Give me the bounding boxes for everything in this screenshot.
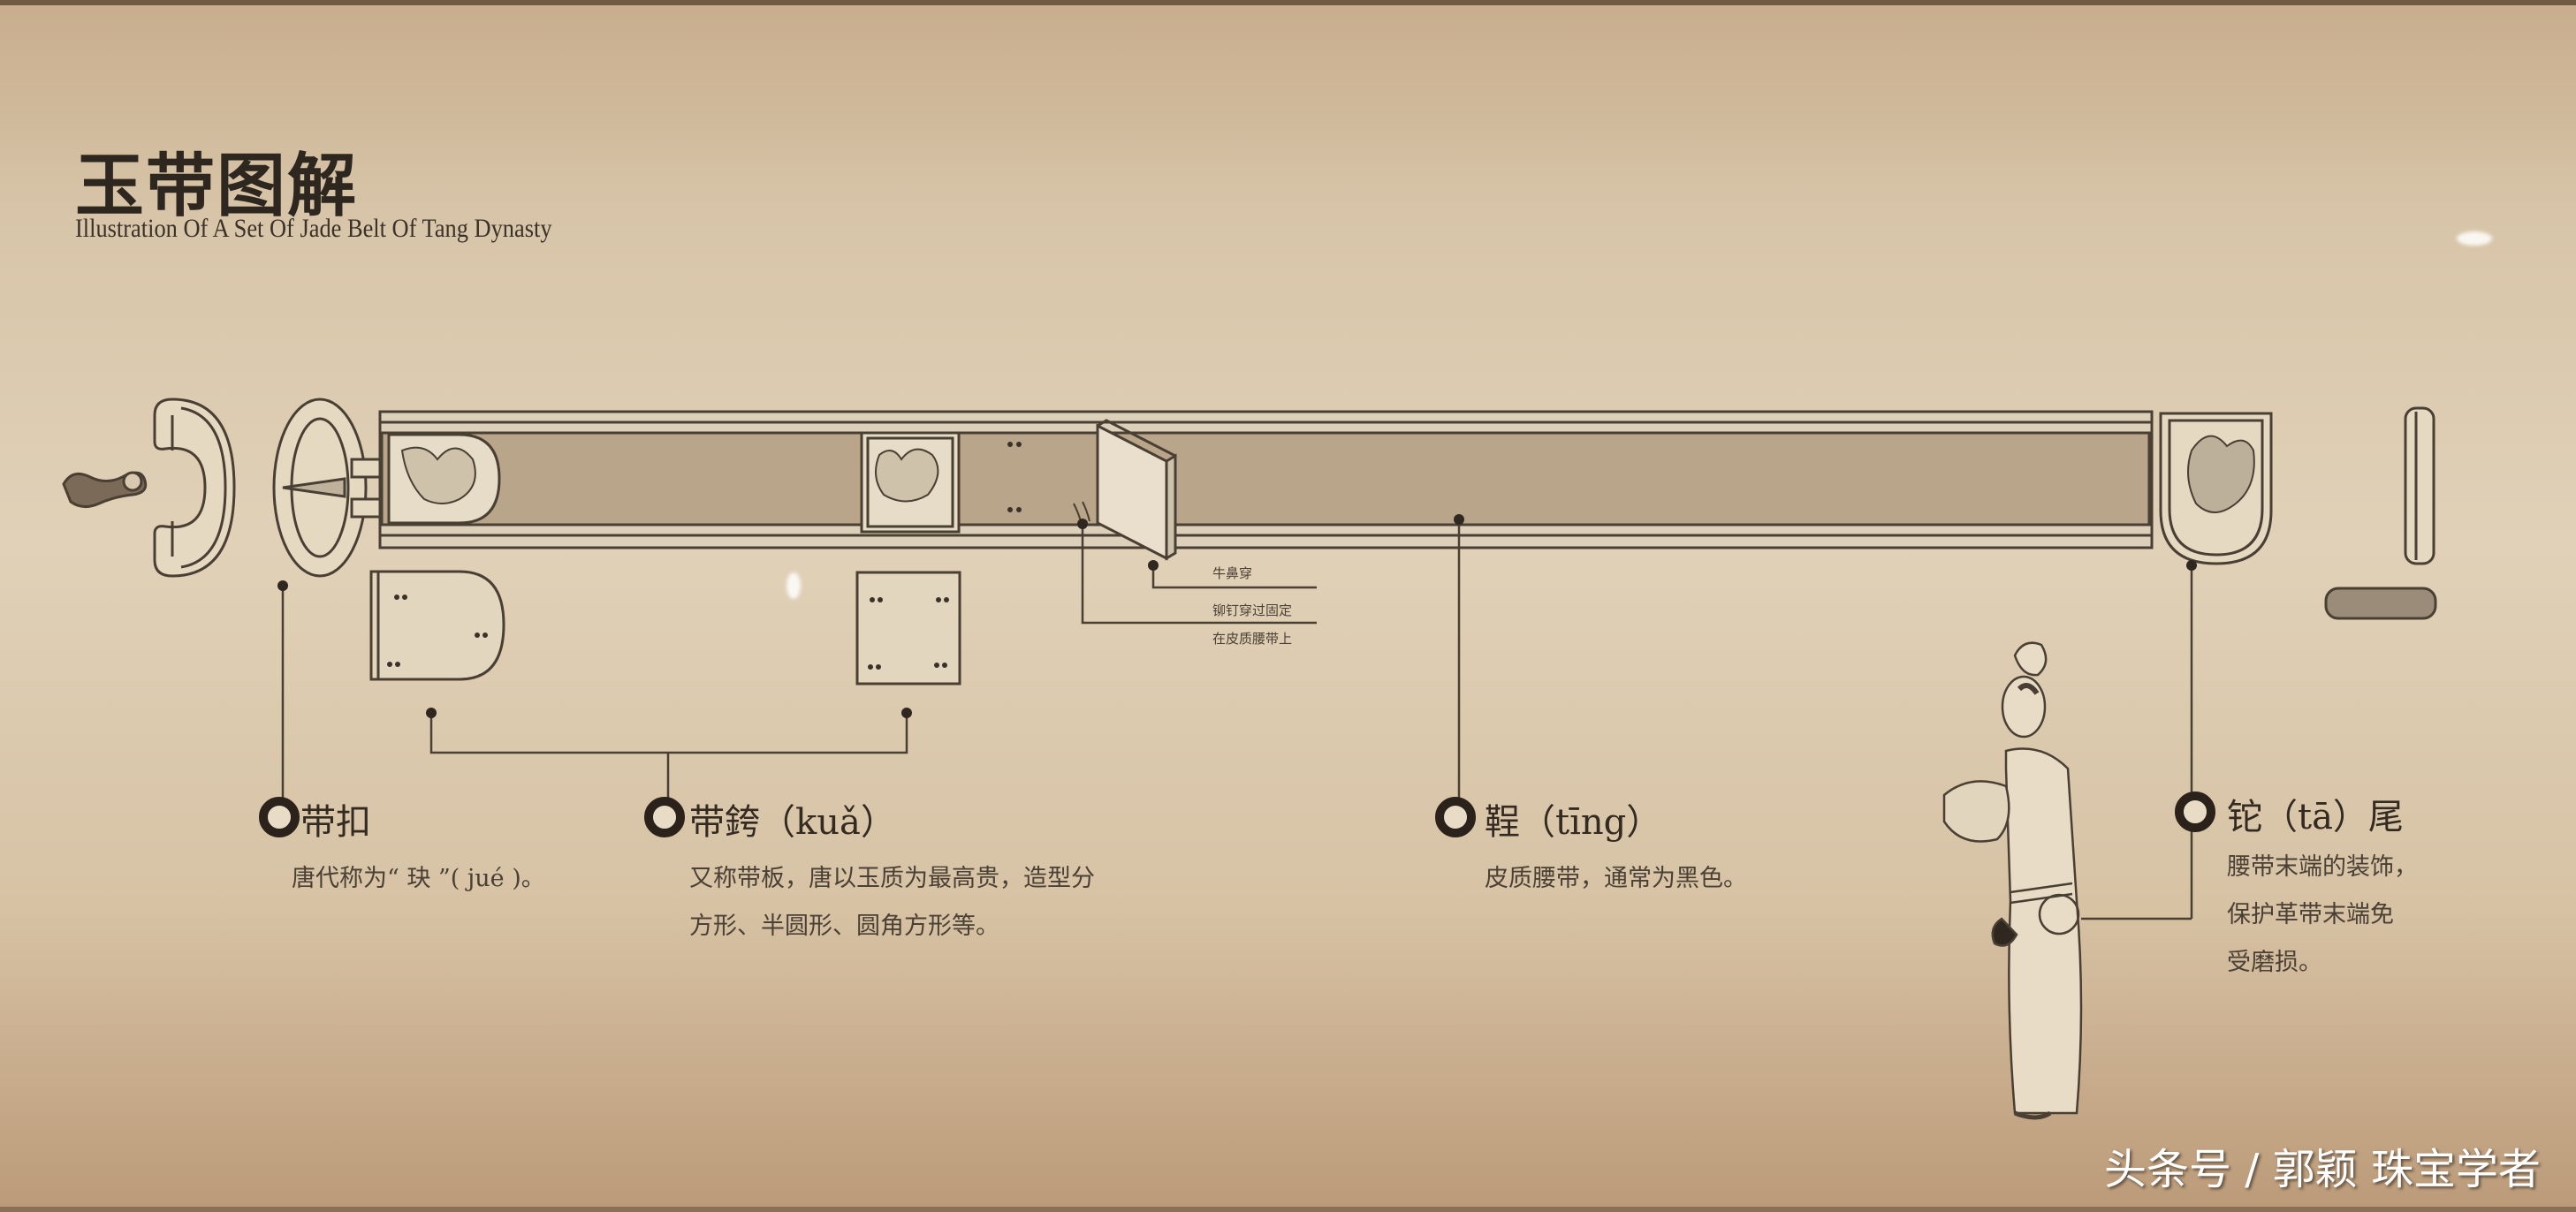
label-tawei-title: 铊（tā）尾 <box>2227 797 2404 837</box>
light-glare <box>2457 231 2492 246</box>
label-buckle-title: 带扣 <box>300 802 371 843</box>
tail-piece-icon <box>2159 412 2273 565</box>
watermark: 头条号 / 郭颖 珠宝学者 <box>2104 1145 2541 1194</box>
marker-ring-icon <box>2175 792 2215 832</box>
light-glare <box>786 572 801 599</box>
page-title: 玉带图解 <box>75 146 359 226</box>
label-tawei-desc-line3: 受磨损。 <box>2227 949 2322 976</box>
label-tawei-desc-line2: 保护革带末端免 <box>2227 901 2394 928</box>
rounded-plaque-icon <box>387 433 501 525</box>
bottom-view-bar-icon <box>2324 587 2437 620</box>
rivet-dots <box>1007 442 1022 512</box>
marker-ring-icon <box>259 797 300 837</box>
panel-bottom-edge <box>0 1207 2576 1212</box>
label-kua-desc-line2: 方形、半圆形、圆角方形等。 <box>689 913 999 940</box>
marker-ring-icon <box>644 797 685 837</box>
panel-top-edge <box>0 0 2576 5</box>
marker-ring-icon <box>1435 797 1476 837</box>
label-tawei-desc-line1: 腰带末端的装饰， <box>2227 853 2418 881</box>
tang-official-figure-icon <box>1942 641 2083 1120</box>
label-kua-desc-line1: 又称带板，唐以玉质为最高贵，造型分 <box>689 865 1095 892</box>
buckle-icon <box>272 398 385 578</box>
note-rivet-line2: 在皮质腰带上 <box>1212 631 1293 647</box>
label-ting-desc: 皮质腰带，通常为黑色。 <box>1485 865 1747 892</box>
note-rivet-line1: 铆钉穿过固定 <box>1212 602 1293 618</box>
label-buckle-desc: 唐代称为“ 玦 ”( jué )。 <box>292 865 545 892</box>
hook-icon <box>62 471 148 508</box>
belt-strap <box>378 410 2154 549</box>
note-niubichuan: 牛鼻穿 <box>1212 565 1253 581</box>
label-ting-title: 鞓（tīng） <box>1485 802 1662 843</box>
page-subtitle: Illustration Of A Set Of Jade Belt Of Ta… <box>75 214 552 243</box>
hinged-flap-icon <box>1073 419 1177 561</box>
label-kua-title: 带銙（kuǎ） <box>689 802 896 843</box>
side-view-bar-icon <box>2404 406 2435 565</box>
leader-lines <box>281 519 2193 920</box>
c-ring-icon <box>153 398 236 578</box>
square-plaque-icon <box>860 431 961 534</box>
